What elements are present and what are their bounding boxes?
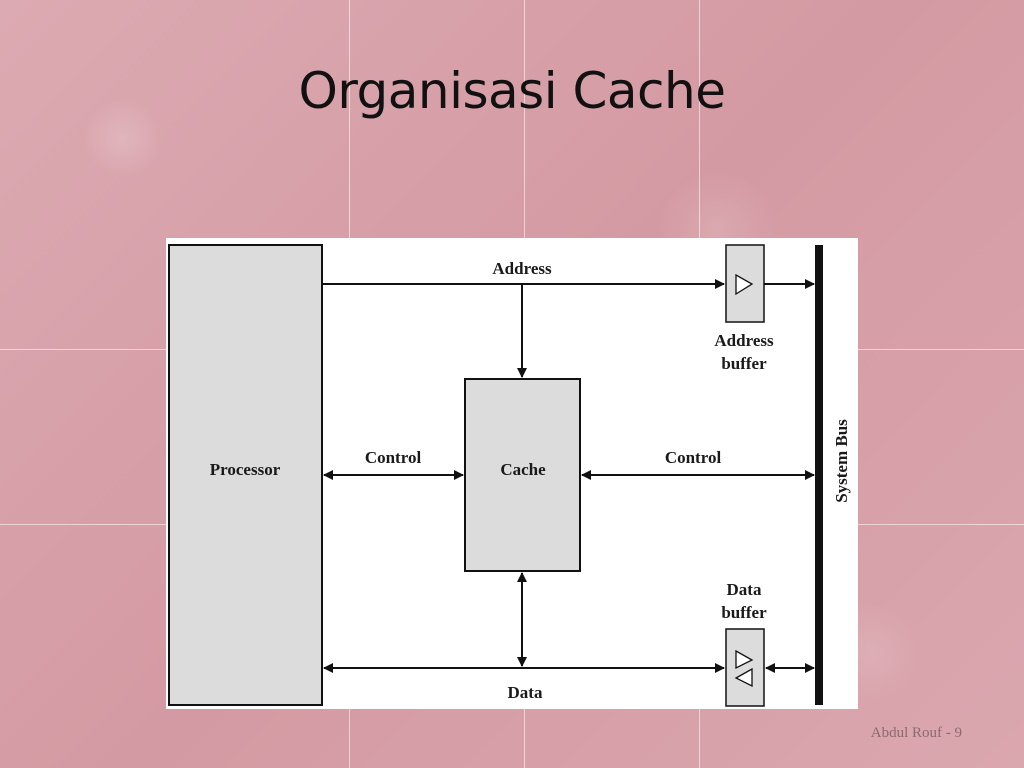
address-buffer-label-line2: buffer: [721, 354, 767, 373]
processor-block: [168, 244, 323, 706]
address-buffer-triangle-icon: [735, 273, 754, 296]
data-buffer-label-line2: buffer: [721, 603, 767, 622]
control-right-label: Control: [665, 448, 722, 467]
cache-block: [464, 378, 581, 572]
cache-organization-diagram: Processor Cache System Bus Address Addre…: [166, 238, 858, 709]
cache-label: Cache: [500, 460, 546, 479]
footer-credit: Abdul Rouf - 9: [870, 725, 962, 741]
data-buffer-forward-triangle-icon: [735, 649, 754, 670]
system-bus: [815, 245, 823, 705]
slide-title: Organisasi Cache: [298, 62, 726, 120]
control-left-label: Control: [365, 448, 422, 467]
data-buffer-label-line1: Data: [727, 580, 762, 599]
system-bus-label: System Bus: [832, 419, 851, 503]
address-label: Address: [492, 259, 552, 278]
processor-label: Processor: [210, 460, 281, 479]
data-buffer-reverse-triangle-icon: [734, 667, 753, 688]
data-label: Data: [508, 683, 543, 702]
data-buffer: [725, 628, 765, 707]
address-buffer-label-line1: Address: [714, 331, 774, 350]
diagram-canvas: Processor Cache System Bus Address Addre…: [168, 244, 851, 707]
